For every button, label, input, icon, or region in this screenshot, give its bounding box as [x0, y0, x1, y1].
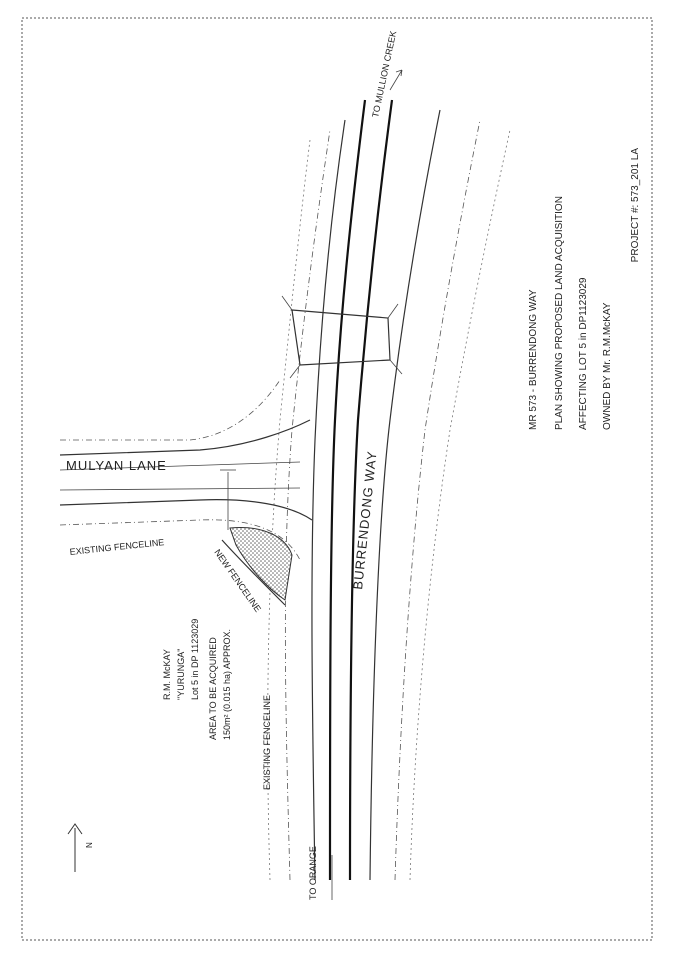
title-line-2: PLAN SHOWING PROPOSED LAND ACQUISITION [554, 196, 565, 430]
acquisition-line-2: 150m² (0.015 ha) APPROX. [222, 629, 232, 740]
mulyan-lane-corridor [59, 379, 313, 561]
to-mullion-creek-arrow [389, 69, 403, 91]
new-fenceline-line [221, 539, 286, 606]
owner-property: "YURUNGA" [176, 649, 186, 700]
page-border [21, 17, 653, 941]
mulyan-lane-label: MULYAN LANE [66, 458, 167, 473]
to-mullion-creek-label: TO MULLION CREEK [370, 30, 398, 119]
burrendong-way-corridor [267, 99, 511, 881]
road-centreline-right [348, 99, 394, 881]
project-number: PROJECT #: 573_201 LA [630, 148, 641, 263]
existing-fenceline-bottom-label: EXISTING FENCELINE [262, 695, 272, 790]
fenceline-existing-west [267, 139, 311, 881]
north-letter: N [85, 842, 94, 848]
acquisition-line-1: AREA TO BE ACQUIRED [208, 637, 218, 740]
boundary-right [394, 119, 481, 881]
road-edge-right [369, 109, 441, 881]
to-orange-label: TO ORANGE [308, 846, 318, 900]
title-line-4: OWNED BY Mr. R.M.McKAY [602, 302, 613, 430]
boundary-left [284, 129, 331, 881]
bridge-structure [281, 295, 403, 379]
existing-fenceline-top-label: EXISTING FENCELINE [69, 537, 165, 557]
owner-name: R.M. McKAY [162, 649, 172, 700]
title-line-1: MR 573 - BURRENDONG WAY [528, 289, 539, 430]
north-arrow: N [67, 823, 94, 872]
road-edge-left [311, 119, 346, 881]
fenceline-existing-east [409, 129, 511, 881]
acquisition-area [229, 526, 293, 601]
title-line-3: AFFECTING LOT 5 in DP1123029 [578, 277, 589, 430]
road-centreline-left [328, 99, 367, 881]
owner-lot: Lot 5 in DP 1123029 [190, 619, 200, 700]
